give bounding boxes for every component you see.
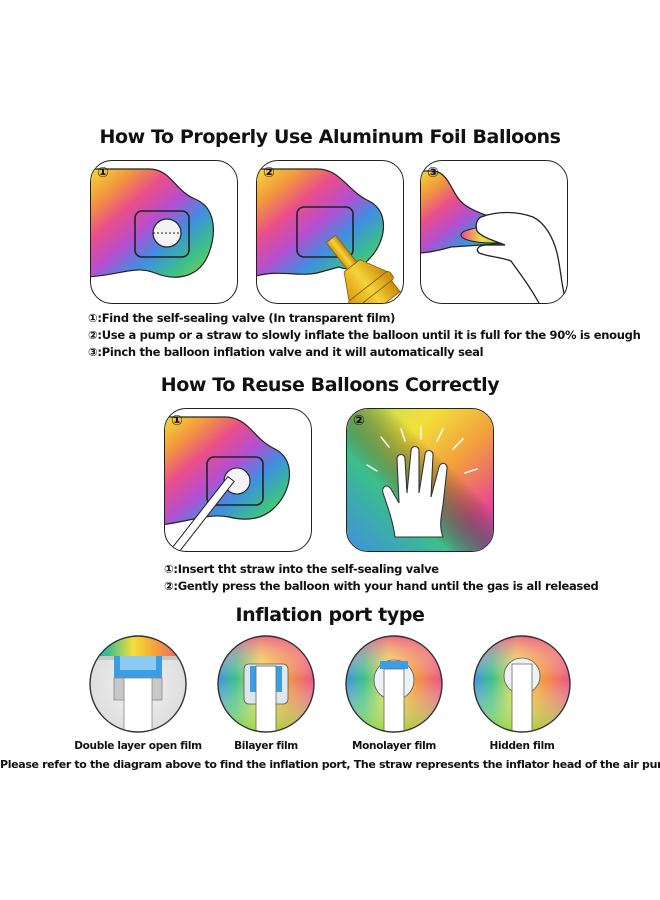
section-title-proper-use: How To Properly Use Aluminum Foil Balloo…: [99, 126, 561, 148]
reuse-steps: ①:Insert tht straw into the self-sealing…: [164, 561, 599, 595]
straw-in-valve-illustration: [165, 416, 290, 551]
reuse-panel-insert-straw: ①: [164, 408, 312, 552]
step-number-3: ③: [427, 165, 439, 181]
step-panel-find-valve: ①: [90, 160, 238, 304]
reuse-step-text-1: ①:Insert tht straw into the self-sealing…: [164, 562, 439, 576]
step-panel-inflate: ②: [256, 160, 404, 304]
port-type-label-2: Bilayer film: [234, 740, 298, 752]
port-type-label-3: Monolayer film: [351, 740, 437, 752]
port-type-label-1: Double layer open film: [74, 740, 202, 752]
port-type-label-4: Hidden film: [489, 740, 555, 752]
double-layer-open-film-icon: [89, 635, 187, 733]
step-text-1: ①:Find the self-sealing valve (In transp…: [88, 311, 396, 325]
reuse-panel-press: ②: [346, 408, 494, 552]
hand-pinching-valve-illustration: [421, 170, 567, 303]
step-number-2: ②: [263, 165, 275, 181]
reuse-step-text-2: ②:Gently press the balloon with your han…: [164, 579, 599, 593]
balloon-valve-illustration: [91, 168, 214, 278]
section-title-port-type: Inflation port type: [235, 604, 425, 626]
reuse-step-number-2: ②: [353, 413, 365, 429]
hidden-film-icon: [473, 635, 571, 733]
inflation-port-note: Please refer to the diagram above to fin…: [0, 758, 660, 771]
step-text-2: ②:Use a pump or a straw to slowly inflat…: [88, 328, 641, 342]
hand-pressing-balloon-illustration: [347, 409, 493, 551]
port-type-bilayer-film: [216, 634, 316, 734]
pump-inflating-illustration: [257, 168, 401, 303]
reuse-step-number-1: ①: [171, 413, 183, 429]
port-type-monolayer-film: [344, 634, 444, 734]
step-panel-seal: ③: [420, 160, 568, 304]
port-type-hidden-film: [472, 634, 572, 734]
section-title-reuse: How To Reuse Balloons Correctly: [160, 374, 500, 396]
step-number-1: ①: [97, 165, 109, 181]
port-type-double-layer-open-film: [88, 634, 188, 734]
proper-use-steps: ①:Find the self-sealing valve (In transp…: [88, 310, 641, 361]
bilayer-film-icon: [217, 635, 315, 733]
step-text-3: ③:Pinch the balloon inflation valve and …: [88, 345, 484, 359]
monolayer-film-icon: [345, 635, 443, 733]
